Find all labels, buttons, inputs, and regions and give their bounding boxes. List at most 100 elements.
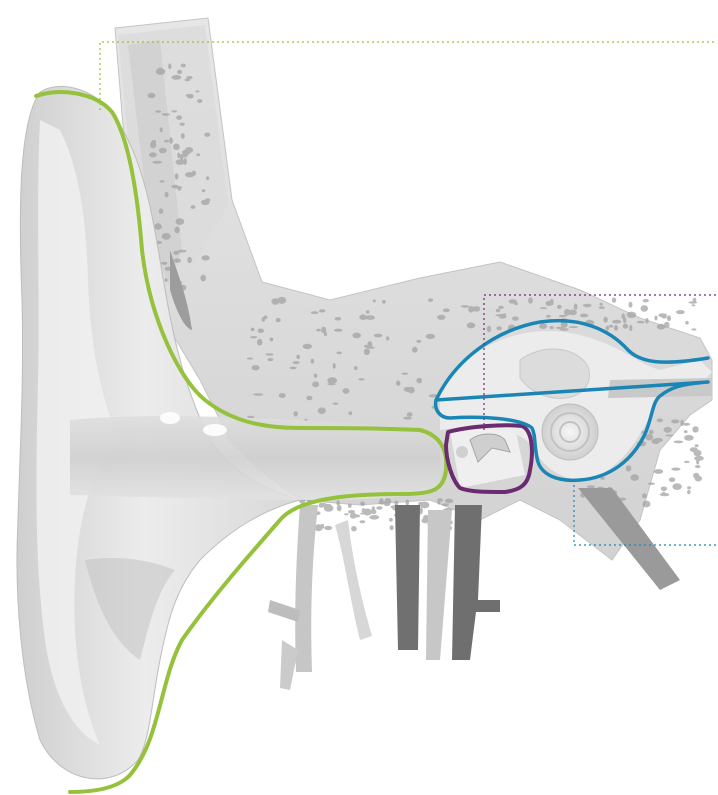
bone-pore [206, 176, 209, 180]
bone-pore [348, 504, 352, 508]
bone-pore [327, 377, 337, 383]
bone-pore [318, 407, 326, 414]
bone-pore [374, 334, 383, 338]
bone-pore [695, 444, 699, 447]
bone-pore [169, 137, 173, 144]
bone-pore [680, 420, 683, 427]
bone-pore [612, 298, 616, 303]
bone-pore [172, 75, 182, 80]
bone-pore [690, 447, 698, 452]
bone-pore [371, 509, 377, 514]
bone-pore [202, 189, 206, 192]
bone-pore [416, 378, 422, 384]
bone-pore [574, 304, 578, 310]
bone-pore [174, 227, 179, 234]
bone-pore [631, 474, 639, 481]
bone-pore [629, 325, 632, 331]
bone-pore [251, 328, 255, 332]
bone-pore [674, 484, 677, 489]
bone-pore [266, 353, 274, 355]
bone-pore [262, 317, 266, 322]
bone-pore [657, 418, 663, 422]
bone-pore [267, 358, 273, 361]
bone-pore [684, 435, 694, 441]
bone-pore [416, 340, 421, 343]
bone-pore [181, 133, 185, 139]
bone-pore [293, 361, 300, 364]
bone-pore [667, 315, 671, 321]
bone-pore [337, 505, 342, 512]
bone-pore [385, 498, 392, 504]
bone-pore [657, 324, 666, 330]
bone-pore [352, 333, 361, 339]
bone-pore [696, 459, 699, 465]
bone-pore [445, 499, 454, 504]
bone-pore [672, 483, 681, 490]
bone-pore [176, 159, 185, 165]
bone-pore [692, 328, 697, 330]
bone-pore [496, 309, 500, 313]
bone-pore [405, 387, 413, 392]
bone-pore [353, 514, 360, 517]
bone-pore [587, 485, 595, 488]
bone-pore [386, 336, 389, 340]
bone-pore [676, 310, 685, 314]
bone-pore [276, 318, 281, 322]
bone-pore [364, 349, 370, 355]
bone-pore [333, 403, 339, 405]
bone-pore [253, 393, 263, 396]
bone-pore [671, 419, 679, 423]
bone-pore [180, 154, 184, 160]
bone-pore [195, 90, 199, 92]
bone-pore [629, 302, 633, 308]
bone-pore [363, 509, 372, 516]
bone-pore [336, 352, 342, 355]
bone-pore [321, 327, 326, 334]
bone-pore [160, 127, 163, 132]
bone-pore [550, 326, 554, 329]
bone-pore [443, 308, 450, 312]
bone-pore [609, 325, 614, 328]
bone-pore [373, 299, 376, 302]
bone-pore [258, 329, 264, 334]
bone-pore [152, 161, 162, 164]
bone-pore [627, 312, 637, 318]
bone-pore [665, 435, 673, 437]
bone-pore [162, 113, 170, 116]
bone-pore [174, 258, 181, 262]
bone-pore [376, 506, 382, 509]
bone-pore [186, 94, 194, 97]
bone-pore [658, 313, 667, 317]
bone-pore [403, 417, 411, 420]
bone-pore [671, 468, 680, 471]
bone-pore [336, 500, 339, 506]
bone-pore [654, 469, 663, 474]
bone-pore [600, 303, 603, 306]
bone-pore [664, 427, 672, 433]
bone-pore [641, 305, 649, 312]
bone-pore [407, 412, 413, 417]
bone-pore [165, 192, 169, 198]
bone-pore [626, 465, 632, 471]
bone-pore [472, 306, 480, 309]
bone-pore [296, 355, 300, 359]
bone-pore [687, 486, 691, 489]
bone-pore [583, 304, 592, 307]
bone-pore [270, 337, 274, 341]
bone-pore [606, 326, 610, 331]
bone-pore [467, 322, 476, 328]
bone-pore [180, 123, 185, 126]
bone-pore [569, 326, 579, 328]
bone-pore [559, 315, 567, 317]
bone-pore [637, 321, 645, 324]
bone-pore [314, 374, 318, 378]
bone-pore [148, 93, 156, 98]
bone-pore [654, 316, 657, 321]
bone-pore [379, 498, 383, 503]
bone-pore [648, 483, 655, 485]
bone-pore [662, 492, 666, 496]
bone-pore [695, 465, 701, 468]
bone-pore [685, 321, 689, 325]
bone-pore [645, 318, 649, 324]
